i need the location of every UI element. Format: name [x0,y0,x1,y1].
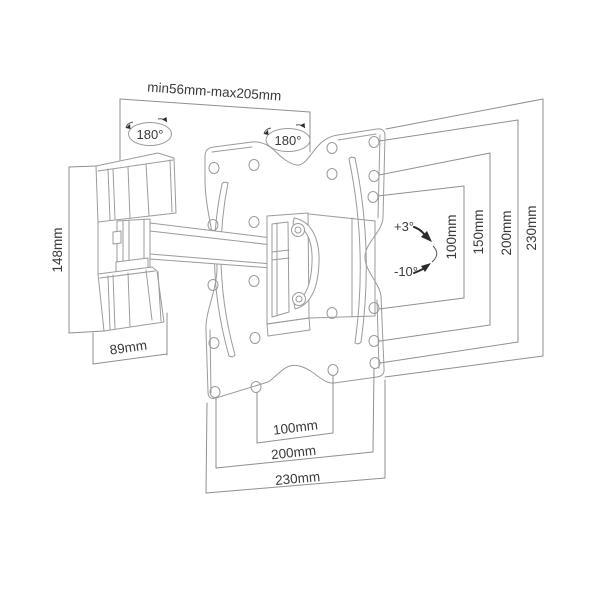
dim-vertical-230-lines [384,98,544,378]
dim-horizontal-200-lines [215,368,375,469]
horizontal-dim-100-label: 100mm [272,417,319,437]
dim-horizontal-100-lines [256,375,334,444]
tilt-up-arrow-head [421,231,432,242]
dim-horizontal-230-lines [205,379,386,494]
tilt-mechanism [266,212,376,337]
bracket-hinge [97,218,151,274]
wall-bracket [95,152,177,332]
dim-vertical-200-lines [378,119,519,364]
dim-vertical-150-lines [378,152,491,342]
horizontal-dim-230-label: 230mm [275,469,321,488]
vesa-mounting-holes [207,136,381,398]
dim-vertical-100-lines [377,185,465,310]
vertical-dim-100-label: 100mm [444,214,459,259]
swivel-arm-label: 180° [137,127,164,142]
mechanism-screws [291,223,306,306]
tilt-annotation [413,226,438,274]
swivel-annotation-arm [125,117,172,146]
swivel-annotation-plate [263,123,311,152]
bracket-depth-label: 89mm [109,338,148,358]
tilt-arc [431,245,438,263]
dim-extension-range-lines [119,98,311,161]
vertical-dim-150-label: 150mm [471,209,486,254]
tilt-down-arrow-shaft [413,268,424,274]
tilt-up-label: +3° [394,219,414,234]
bracket-top-wedge [95,152,177,223]
vertical-dim-200-label: 200mm [499,210,514,255]
left-arc-slot [213,181,236,358]
tilt-up-arrow-shaft [413,226,425,235]
bracket-height-label: 148mm [50,227,65,272]
dim-bracket-height-lines [68,165,105,334]
swivel-plate-label: 180° [275,133,302,148]
right-arc-slot [348,156,367,345]
vertical-dim-230-label: 230mm [524,205,539,250]
dimension-lines [68,98,544,494]
tilt-down-arrow-head [421,263,431,272]
horizontal-dim-200-label: 200mm [270,443,316,463]
dim-bracket-depth-lines [92,312,168,365]
tilt-down-label: -10° [394,264,418,279]
extension-range-label: min56mm-max205mm [147,80,282,104]
bracket-bottom-wedge [97,266,165,332]
